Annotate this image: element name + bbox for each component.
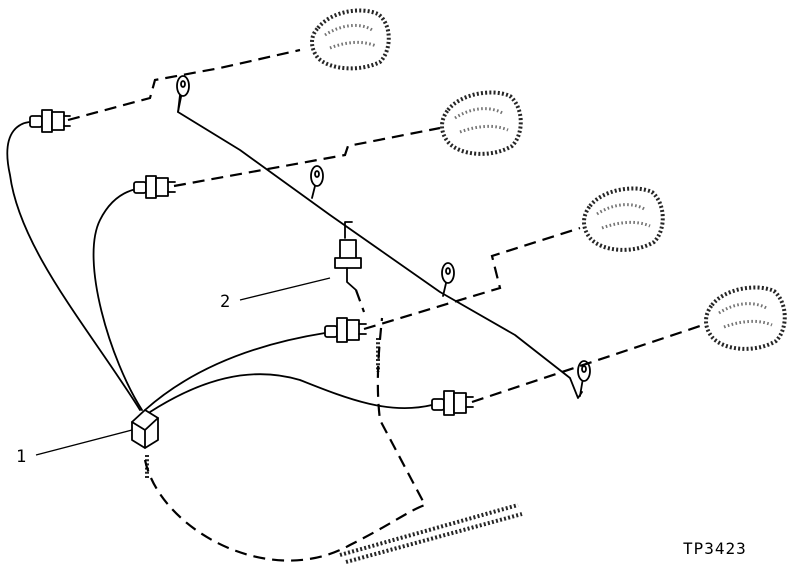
lamp-housing-4 xyxy=(704,285,787,351)
lamp-housing-3 xyxy=(582,186,665,252)
callout-leaders xyxy=(35,277,331,456)
callout-2-label: 2 xyxy=(220,292,230,312)
phantom-rail-lower xyxy=(339,503,523,564)
bulb-socket-3 xyxy=(324,317,367,343)
phantom-grommets xyxy=(145,338,380,478)
lamp-housing-2 xyxy=(440,90,523,156)
ring-terminal-1 xyxy=(176,75,190,113)
bulb-socket-2 xyxy=(133,175,176,199)
ring-terminal-3 xyxy=(441,262,455,297)
phantom-leads xyxy=(67,48,701,562)
socket-wires xyxy=(6,120,433,413)
lamp-housing-1 xyxy=(310,8,391,71)
ring-terminal-4 xyxy=(577,360,591,397)
figure-id: TP3423 xyxy=(683,539,747,558)
bulb-socket-1 xyxy=(29,109,71,133)
callout-1-label: 1 xyxy=(16,447,26,467)
main-harness-trunk xyxy=(177,94,583,399)
splice-connector xyxy=(334,221,362,291)
ring-terminal-2 xyxy=(310,165,324,199)
junction-block xyxy=(131,409,159,449)
bulb-socket-4 xyxy=(431,390,474,416)
